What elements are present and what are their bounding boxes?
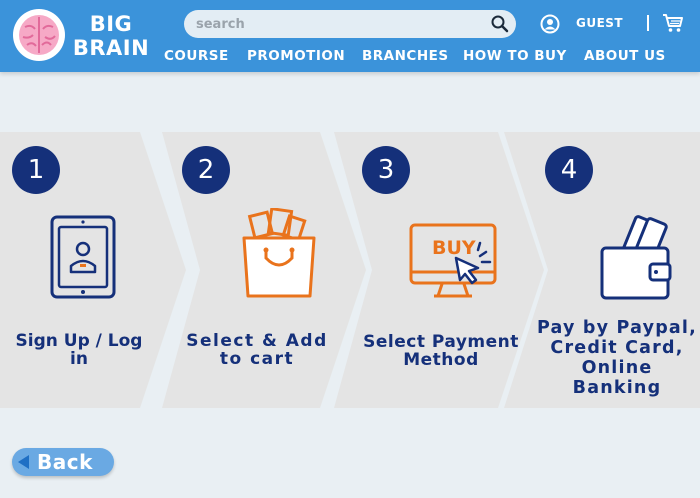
nav-branches[interactable]: BRANCHES [362,48,449,64]
top-header: BIG BRAIN GUEST COURSE PROMOTION BRANCHE… [0,0,700,72]
svg-text:BUY: BUY [432,237,476,259]
step-4-label: Pay by Paypal, Credit Card, Online Banki… [537,318,697,398]
nav-how-to-buy[interactable]: HOW TO BUY [463,48,567,64]
user-icon[interactable] [540,14,560,38]
step-3-number: 3 [362,146,410,194]
step-1-label: Sign Up / Log in [15,331,143,369]
search-bar [184,10,516,38]
buy-monitor-icon: BUY [408,222,500,304]
step-4-number: 4 [545,146,593,194]
step-2-label: Select & Add to cart [186,331,328,369]
step-1-number: 1 [12,146,60,194]
cart-icon[interactable] [662,13,684,37]
nav-about-us[interactable]: ABOUT US [584,48,666,64]
brand-line-1: BIG [89,12,133,36]
back-button-label: Back [37,450,93,474]
back-button[interactable]: Back [12,448,114,476]
search-icon[interactable] [490,14,510,38]
search-input[interactable] [196,14,476,34]
step-2-number: 2 [182,146,230,194]
brand-line-2: BRAIN [72,36,150,60]
brand-name: BIG BRAIN [72,12,150,60]
step-3-label: Select Payment Method [363,332,519,370]
nav-promotion[interactable]: PROMOTION [247,48,346,64]
shopping-bag-icon [240,207,318,304]
guest-link[interactable]: GUEST [576,16,624,30]
step-3-panel [334,132,544,408]
header-divider [647,15,649,31]
back-arrow-icon [18,455,29,469]
tablet-user-icon [48,214,118,304]
nav-course[interactable]: COURSE [164,48,229,64]
brain-logo-icon[interactable] [13,9,65,61]
wallet-cards-icon [598,214,674,306]
step-1-panel [0,132,186,408]
